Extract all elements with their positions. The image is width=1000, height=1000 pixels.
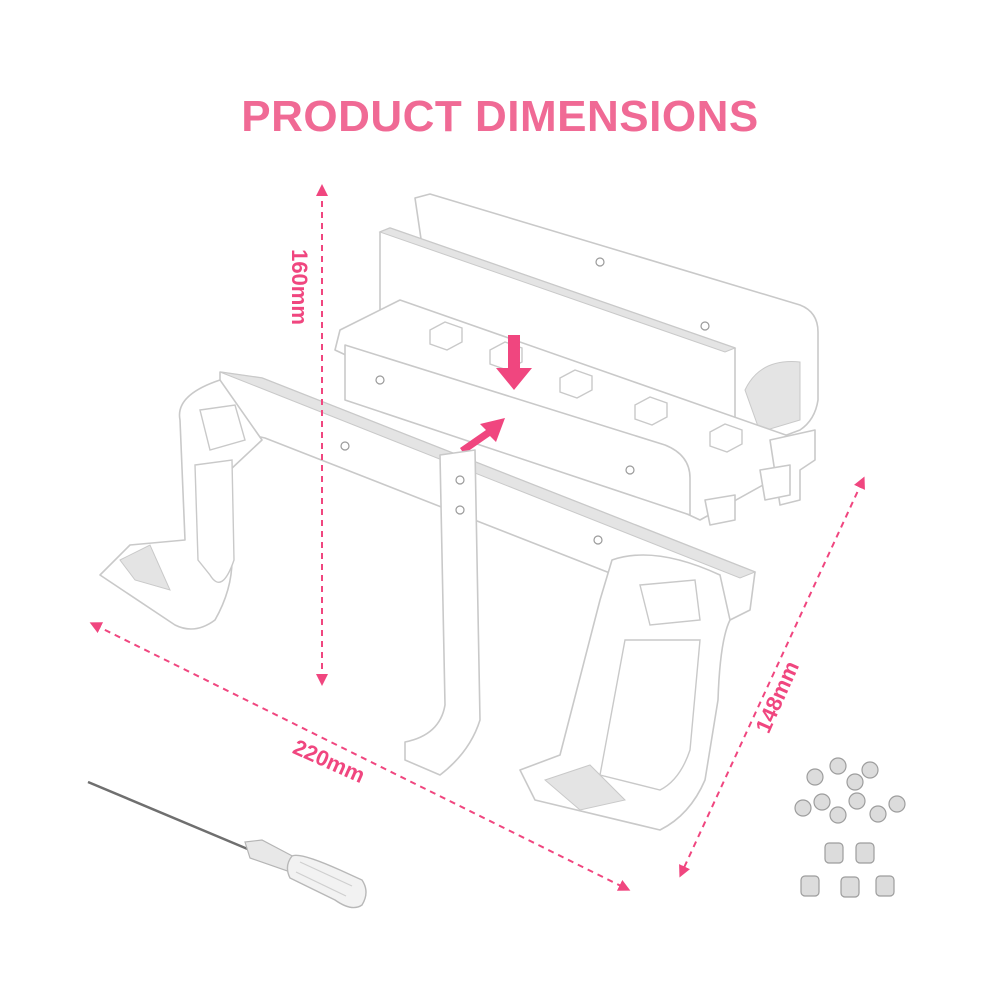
hardware-parts	[794, 757, 906, 898]
holder-middle-hook	[404, 449, 481, 776]
page-title: PRODUCT DIMENSIONS	[241, 92, 759, 141]
dimension-width	[89, 622, 631, 891]
nut-icon	[800, 842, 895, 898]
dimension-depth	[679, 476, 865, 878]
diagonal-arrow-icon	[460, 418, 505, 454]
width-label: 220mm	[289, 734, 368, 788]
screwdriver-icon	[87, 780, 367, 909]
down-arrow-icon	[496, 335, 532, 390]
hex-holes	[429, 321, 743, 453]
depth-label: 148mm	[750, 657, 804, 736]
tray-bracket	[334, 193, 819, 526]
height-label: 160mm	[287, 249, 312, 325]
screw-icon	[794, 757, 906, 824]
